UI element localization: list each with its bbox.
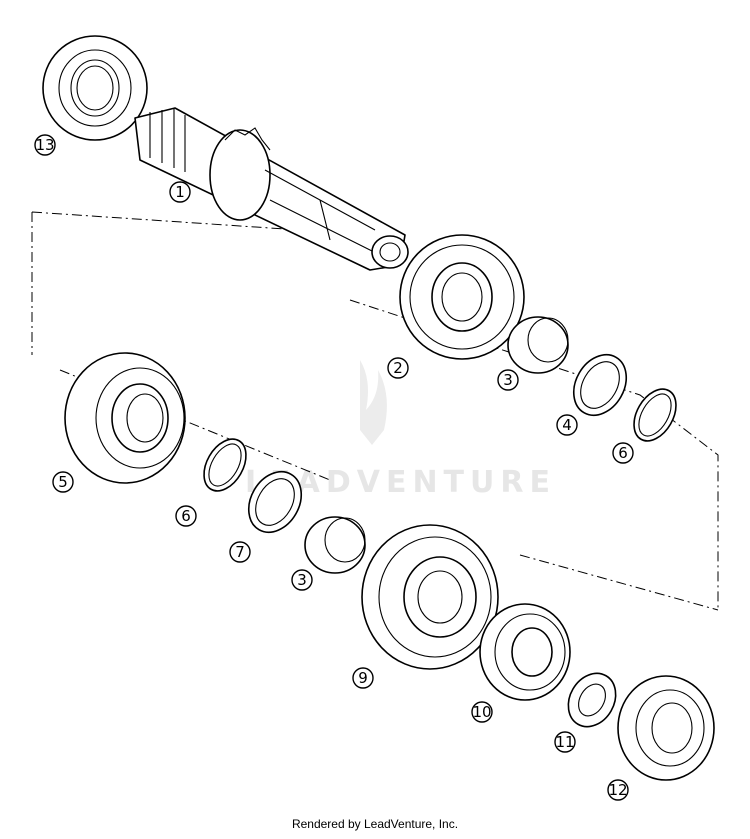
svg-text:6: 6 <box>181 507 191 525</box>
washer-4 <box>572 354 628 416</box>
svg-text:13: 13 <box>35 136 54 154</box>
gear-10 <box>479 603 571 701</box>
callout-2: 2 <box>387 357 409 379</box>
gear-5 <box>64 352 186 484</box>
gear-2 <box>399 234 525 360</box>
callout-4: 4 <box>556 414 578 436</box>
callout-5: 5 <box>52 471 74 493</box>
bearing-13 <box>42 35 148 141</box>
bushing-3-lower <box>304 516 366 574</box>
callout-11: 11 <box>554 731 576 753</box>
circlip-6-lower <box>203 438 247 492</box>
bushing-3-upper <box>507 316 569 374</box>
svg-text:4: 4 <box>562 416 572 434</box>
callout-12: 12 <box>607 779 629 801</box>
svg-text:12: 12 <box>608 781 627 799</box>
svg-text:3: 3 <box>297 571 307 589</box>
svg-text:2: 2 <box>393 359 403 377</box>
svg-text:11: 11 <box>555 733 574 751</box>
svg-text:3: 3 <box>503 371 513 389</box>
callout-7: 7 <box>229 541 251 563</box>
callout-10: 10 <box>471 701 493 723</box>
svg-text:1: 1 <box>175 183 185 201</box>
callout-6-upper: 6 <box>612 442 634 464</box>
callout-13: 13 <box>34 134 56 156</box>
bearing-12 <box>617 675 715 781</box>
callout-6-lower: 6 <box>175 505 197 527</box>
callout-3-lower: 3 <box>291 569 313 591</box>
washer-7 <box>247 471 303 533</box>
svg-text:5: 5 <box>58 473 68 491</box>
circlip-6-upper <box>633 388 677 442</box>
gear-9 <box>361 524 499 670</box>
washer-11 <box>567 672 617 728</box>
callout-1: 1 <box>169 181 191 203</box>
svg-text:7: 7 <box>235 543 245 561</box>
shaft-1 <box>134 107 409 271</box>
assembly-guide-line <box>31 211 719 611</box>
callout-9: 9 <box>352 667 374 689</box>
svg-text:6: 6 <box>618 444 628 462</box>
callout-3-upper: 3 <box>497 369 519 391</box>
credit-line: Rendered by LeadVenture, Inc. <box>291 817 459 831</box>
svg-text:10: 10 <box>472 703 491 721</box>
svg-text:9: 9 <box>358 669 368 687</box>
